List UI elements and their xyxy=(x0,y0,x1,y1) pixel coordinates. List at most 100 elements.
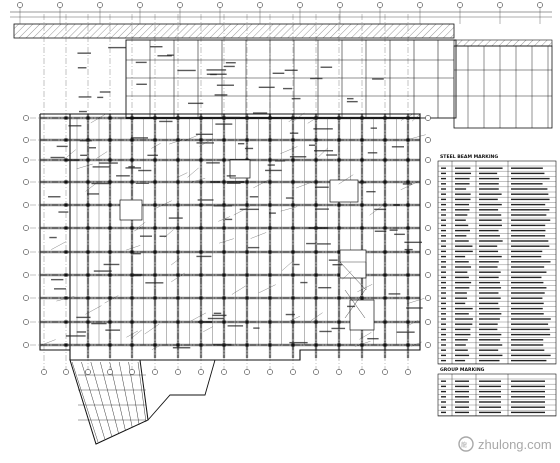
schedule-cell-fill xyxy=(479,266,498,268)
column-marker xyxy=(108,158,112,162)
schedule-cell-fill xyxy=(479,323,498,325)
leader-line xyxy=(280,146,298,154)
schedule-cell-fill xyxy=(479,219,502,221)
schedule-cell-fill xyxy=(511,297,543,299)
schedule-cell-fill xyxy=(479,359,500,362)
schedule-cell-fill xyxy=(441,328,446,331)
column-marker xyxy=(406,138,410,142)
column-marker xyxy=(337,273,341,277)
leader-line xyxy=(218,216,231,222)
column-marker xyxy=(153,296,157,300)
schedule-cell-fill xyxy=(441,203,446,206)
grid-bubble xyxy=(313,369,319,375)
member-tag xyxy=(265,169,282,172)
member-tag xyxy=(136,83,147,85)
column-marker xyxy=(153,116,157,120)
schedule-cell-fill xyxy=(455,333,471,336)
schedule-cell-fill xyxy=(455,281,472,284)
leader-line xyxy=(400,181,418,190)
column-marker xyxy=(108,343,112,347)
member-tag xyxy=(133,274,142,277)
grid-bubble xyxy=(405,369,411,375)
grid-bubble xyxy=(177,2,183,8)
column-marker xyxy=(130,250,134,254)
grid-bubble xyxy=(23,342,29,348)
member-tag xyxy=(319,330,332,333)
leader-line xyxy=(144,324,160,335)
column-marker xyxy=(108,273,112,277)
column-marker xyxy=(406,343,410,347)
member-tag xyxy=(128,166,135,168)
column-marker xyxy=(383,250,387,254)
member-tag xyxy=(272,72,285,74)
member-tag xyxy=(289,156,307,158)
member-tag xyxy=(402,183,413,185)
column-marker xyxy=(64,158,68,162)
leader-line xyxy=(359,332,372,340)
schedule-cell-fill xyxy=(441,333,446,336)
column-marker xyxy=(291,203,295,207)
member-tag xyxy=(227,325,244,327)
column-marker xyxy=(199,158,203,162)
leader-line xyxy=(90,113,107,124)
column-marker xyxy=(360,203,364,207)
column-marker xyxy=(176,138,180,142)
column-marker xyxy=(64,296,68,300)
column-marker xyxy=(153,180,157,184)
schedule-cell-fill xyxy=(479,183,499,185)
schedule-cell-fill xyxy=(441,287,446,289)
member-tag xyxy=(105,329,121,331)
leader-line xyxy=(85,181,98,192)
column-marker xyxy=(383,320,387,324)
leader-line xyxy=(96,151,108,159)
column-marker xyxy=(176,273,180,277)
grid-bubble xyxy=(425,319,431,325)
member-tag xyxy=(226,175,236,177)
column-marker xyxy=(337,250,341,254)
column-marker xyxy=(130,180,134,184)
member-tag xyxy=(285,197,294,199)
member-tag xyxy=(172,347,191,349)
column-marker xyxy=(291,296,295,300)
schedule-cell-fill xyxy=(511,266,545,268)
member-tag xyxy=(54,288,67,290)
schedule-cell-fill xyxy=(511,349,545,351)
schedule-cell-fill xyxy=(511,255,542,258)
schedule-cell-fill xyxy=(511,229,546,232)
member-tag xyxy=(130,137,148,139)
leader-line xyxy=(104,295,119,304)
schedule-cell-fill xyxy=(455,250,473,253)
grid-bubble xyxy=(257,2,263,8)
column-marker xyxy=(199,296,203,300)
column-marker xyxy=(268,296,272,300)
column-marker xyxy=(268,343,272,347)
leader-line xyxy=(407,298,425,304)
column-marker xyxy=(86,250,90,254)
member-tag xyxy=(51,278,64,281)
schedule-cell-fill xyxy=(441,339,446,341)
column-marker xyxy=(383,116,387,120)
column-marker xyxy=(153,320,157,324)
grid-bubble xyxy=(217,2,223,8)
schedule-cell-fill xyxy=(479,240,503,242)
member-tag xyxy=(99,91,111,93)
column-marker xyxy=(245,343,249,347)
member-tag xyxy=(93,270,112,272)
leader-line xyxy=(85,305,102,315)
schedule-cell-fill xyxy=(455,313,469,315)
schedule-cell-fill xyxy=(441,313,446,315)
angled-wing-outline xyxy=(140,359,216,421)
member-tag xyxy=(372,78,384,80)
column-marker xyxy=(86,138,90,142)
column-marker xyxy=(337,296,341,300)
column-marker xyxy=(314,250,318,254)
schedule-cell-fill xyxy=(511,390,545,393)
member-tag xyxy=(216,84,234,86)
beam-schedule-table: STEEL BEAM MARKING GROUP MARKING xyxy=(437,154,557,417)
grid-bubble xyxy=(23,137,29,143)
column-marker xyxy=(176,203,180,207)
schedule-cell-fill xyxy=(511,339,544,341)
schedule-cell-fill xyxy=(511,401,545,403)
schedule-cell-fill xyxy=(479,344,503,346)
schedule-cell-fill xyxy=(479,188,499,190)
